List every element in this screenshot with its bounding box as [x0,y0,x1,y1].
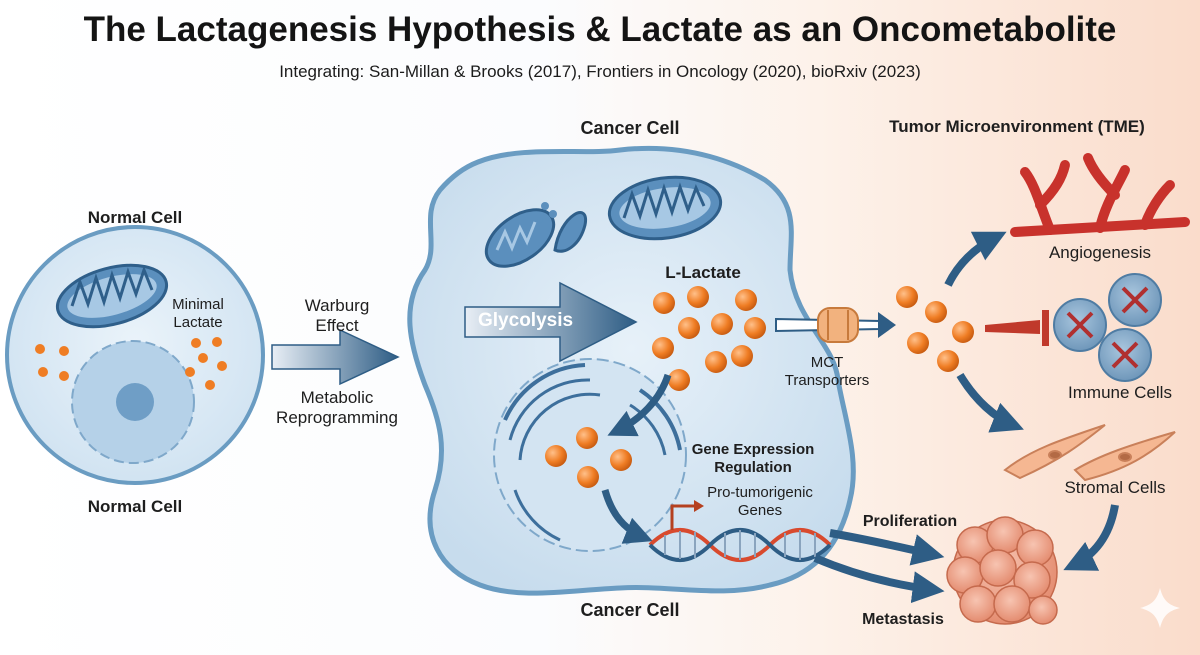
nuclear-lactate [545,427,632,488]
metabolic-line-1: Metabolic [300,388,374,407]
pro-tumorigenic-line-1: Pro-tumorigenic [707,484,813,501]
normal-mitochondrion [55,263,169,329]
metastasis-label: Metastasis [862,611,944,628]
mct-line-2: Transporters [784,372,870,389]
stromal-cells [1003,424,1176,482]
warburg-line-1: Warburg [304,296,370,315]
proliferation-label: Proliferation [862,513,958,530]
metabolic-reprogramming-label: Metabolic Reprogramming [262,388,412,429]
proliferation-arrow [829,529,945,566]
metastasis-arrow [813,554,945,604]
cancer-mitochondrion-3 [607,175,723,241]
angiogenesis-arrow [944,231,1007,287]
normal-cell [5,225,265,485]
cancer-nucleus [493,358,687,552]
warburg-line-2: Effect [315,316,359,336]
l-lactate-label: L-Lactate [665,263,741,282]
blood-vessel [1010,153,1190,237]
immune-cell [1108,273,1162,327]
normal-nucleus [71,340,195,464]
sparkle-icon [1140,588,1180,628]
mct-transporters-label: MCT Transporters [772,354,882,390]
transcription-arrow [670,504,694,530]
lactate-cluster [652,286,766,391]
immune-cells [1053,273,1162,382]
figure-subtitle: Integrating: San-Millan & Brooks (2017),… [279,62,921,81]
tumor-mass [946,516,1058,625]
normal-cell-label-top: Normal Cell [87,208,183,227]
gene-expression-label: Gene Expression Regulation [683,441,823,477]
minimal-lactate-line-2: Lactate [173,314,223,331]
pro-tumorigenic-line-2: Genes [737,502,783,519]
glycolysis-arrow [464,281,638,363]
stromal-arrow [956,372,1024,433]
immune-cells-label: Immune Cells [1068,383,1172,402]
warburg-effect-label: Warburg Effect [272,296,402,337]
lactate-to-nucleus-arrow [607,373,672,437]
pro-tumorigenic-genes-label: Pro-tumorigenic Genes [690,484,830,520]
immune-cell [1098,328,1152,382]
tme-heading: Tumor Microenvironment (TME) [889,117,1145,136]
extracellular-lactate [896,286,974,372]
immune-cell [1053,298,1107,352]
angiogenesis-label: Angiogenesis [1048,243,1152,262]
cancer-mitochondrion-2 [537,202,588,253]
mct-transporter [775,307,896,343]
mct-line-1: MCT [810,354,844,371]
metabolic-line-2: Reprogramming [276,408,398,428]
cancer-cell-label-bottom: Cancer Cell [580,600,680,620]
cancer-cell-label-top: Cancer Cell [580,118,680,138]
glycolysis-label: Glycolysis [478,310,574,331]
gene-expression-line-1: Gene Expression [691,441,815,458]
minimal-lactate-line-1: Minimal [172,296,224,313]
nucleus-to-dna-arrow [601,489,653,544]
normal-cell-label-bottom: Normal Cell [87,497,183,516]
stromal-to-tumor-arrow [1063,504,1119,571]
gene-expression-line-2: Regulation [714,459,792,476]
figure-title: The Lactagenesis Hypothesis & Lactate as… [83,10,1117,49]
warburg-arrow [271,328,400,386]
cancer-cell [407,145,856,596]
stromal-cells-label: Stromal Cells [1064,478,1166,497]
dna-helix [648,500,832,562]
immune-inhibition [985,310,1049,346]
minimal-lactate-label: Minimal Lactate [158,296,238,332]
normal-lactate-dots [35,337,227,390]
